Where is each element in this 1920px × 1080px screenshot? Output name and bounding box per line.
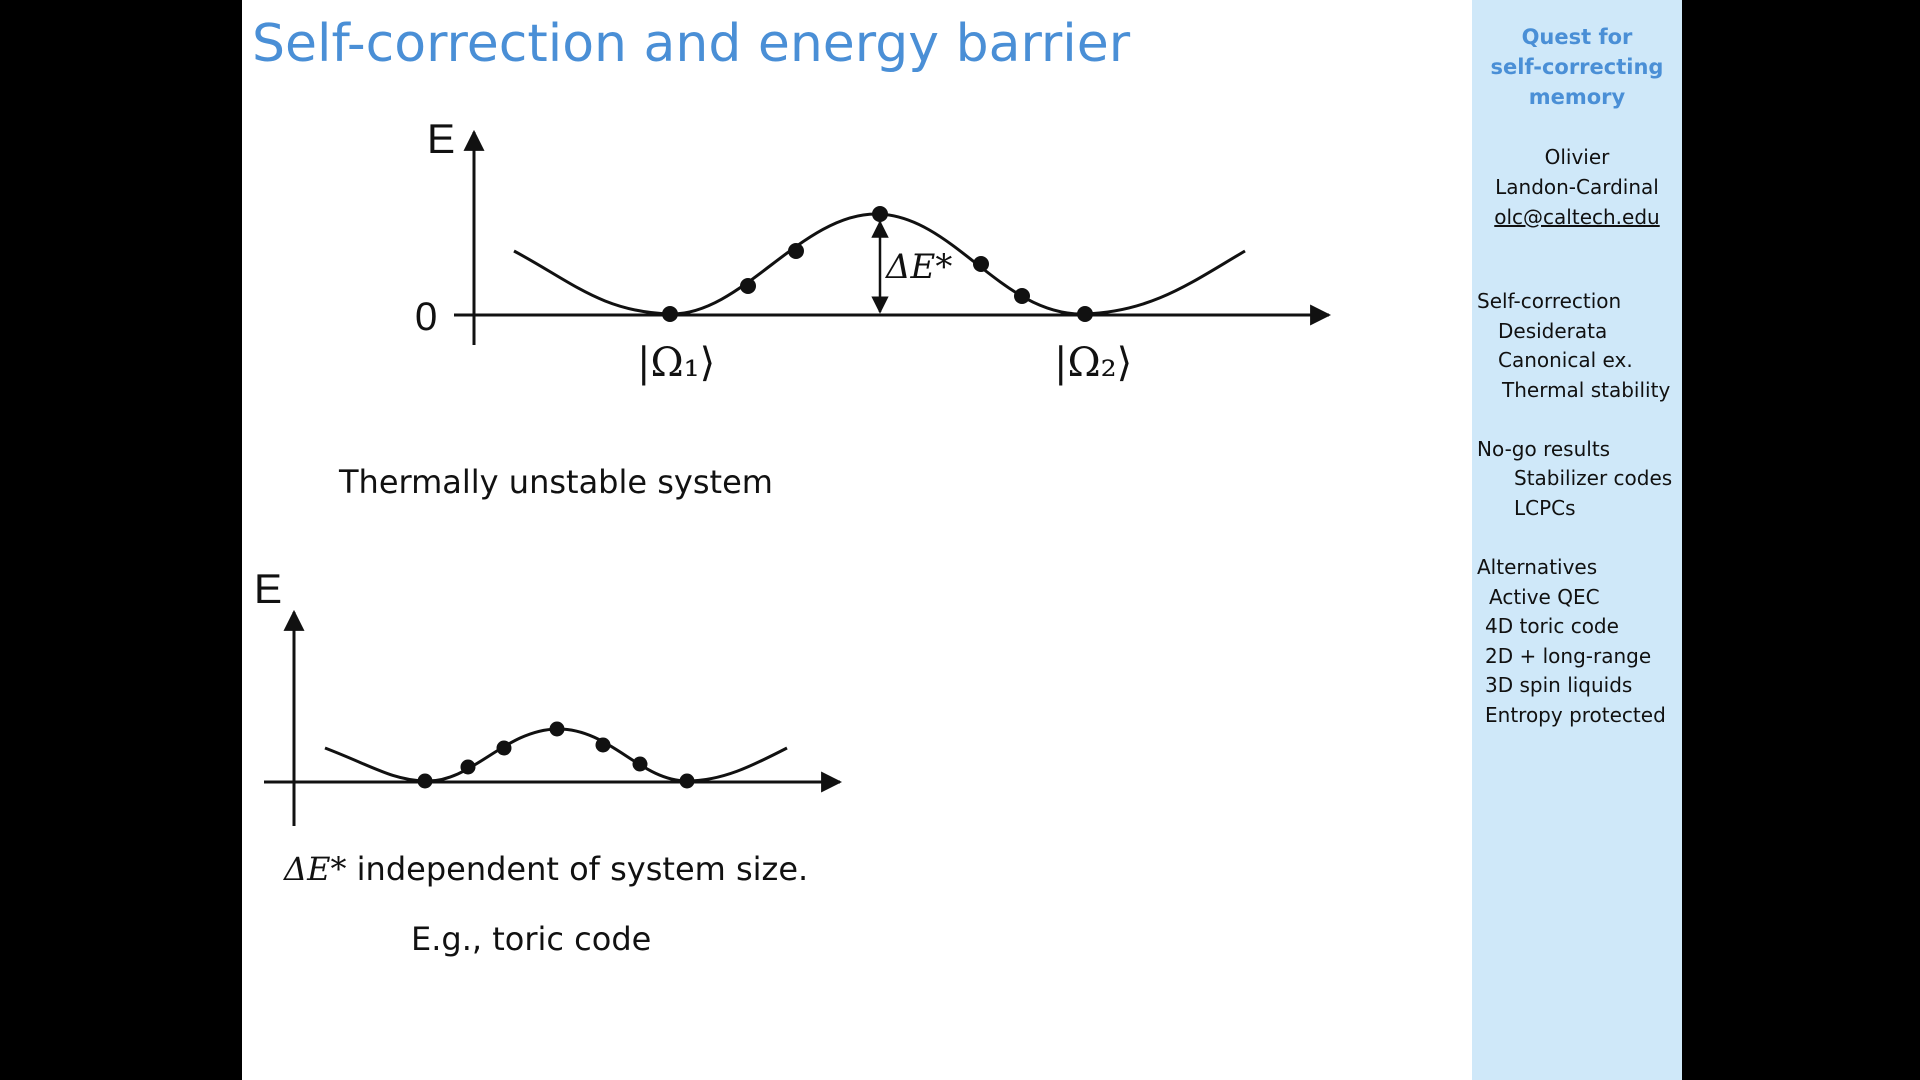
bottom-energy-diagram: E (254, 565, 843, 826)
toc-item-self-correction[interactable]: Self-correction (1477, 289, 1622, 313)
slide: Self-correction and energy barrier E 0 Δ… (242, 0, 1472, 1080)
toc-item-no-go-results[interactable]: No-go results (1477, 437, 1611, 461)
toc-item-3d-spin-liquids[interactable]: 3D spin liquids (1485, 673, 1633, 697)
caption-bottom-line: ΔE* independent of system size. (284, 850, 808, 888)
toc-item-lcpcs[interactable]: LCPCs (1514, 496, 1576, 520)
barrier-label: ΔE* (884, 247, 952, 287)
toc-item-alternatives[interactable]: Alternatives (1477, 555, 1598, 579)
bottom-y-axis-label: E (254, 565, 282, 612)
toc-item-2d-long-range[interactable]: 2D + long-range (1485, 644, 1652, 668)
bottom-curve-point (417, 773, 433, 789)
top-curve-point (662, 306, 678, 322)
state1-label: |Ω₁⟩ (637, 340, 715, 386)
diagram-canvas: E 0 ΔE* |Ω₁⟩ |Ω₂⟩ E (254, 115, 1332, 826)
toc-item-desiderata[interactable]: Desiderata (1498, 319, 1608, 343)
toc-item-entropy-protected[interactable]: Entropy protected (1485, 703, 1666, 727)
delta-e-symbol: ΔE* (284, 850, 347, 888)
toc-item-stabilizer-codes[interactable]: Stabilizer codes (1514, 466, 1673, 490)
bottom-energy-curve (324, 727, 788, 783)
top-curve-point (872, 206, 888, 222)
bottom-curve-point (549, 721, 565, 737)
bottom-curve-point (496, 740, 512, 756)
top-curve-point (1014, 288, 1030, 304)
state2-label: |Ω₂⟩ (1054, 340, 1132, 386)
sidebar-title: Quest for self-correcting memory (1490, 25, 1664, 109)
sidebar-author: Olivier Landon-Cardinal olc@caltech.edu (1472, 142, 1682, 232)
caption-top: Thermally unstable system (339, 463, 773, 501)
caption-example: E.g., toric code (411, 920, 652, 958)
caption-bottom: independent of system size. (356, 850, 809, 888)
bottom-curve-point (632, 756, 648, 772)
top-curve-point (788, 243, 804, 259)
slide-title: Self-correction and energy barrier (252, 14, 1131, 74)
bottom-curve-point (595, 737, 611, 753)
bottom-curve-point (679, 773, 695, 789)
toc-item-4d-toric-code[interactable]: 4D toric code (1485, 614, 1619, 638)
top-curve-point (1077, 306, 1093, 322)
top-curve-point (740, 278, 756, 294)
top-zero-label: 0 (415, 295, 437, 339)
toc-item-canonical-ex[interactable]: Canonical ex. (1498, 348, 1633, 372)
toc-item-active-qec[interactable]: Active QEC (1489, 585, 1600, 609)
sidebar: Quest for self-correcting memory Olivier… (1472, 0, 1682, 1080)
author-last-name: Landon-Cardinal (1495, 175, 1659, 199)
top-y-axis-label: E (427, 115, 455, 162)
author-first-name: Olivier (1544, 145, 1610, 169)
author-email-link[interactable]: olc@caltech.edu (1494, 205, 1660, 229)
top-curve-point (973, 256, 989, 272)
top-energy-diagram: E 0 ΔE* |Ω₁⟩ |Ω₂⟩ (415, 115, 1332, 386)
toc-item-thermal-stability[interactable]: Thermal stability (1502, 378, 1671, 402)
bottom-curve-point (460, 759, 476, 775)
